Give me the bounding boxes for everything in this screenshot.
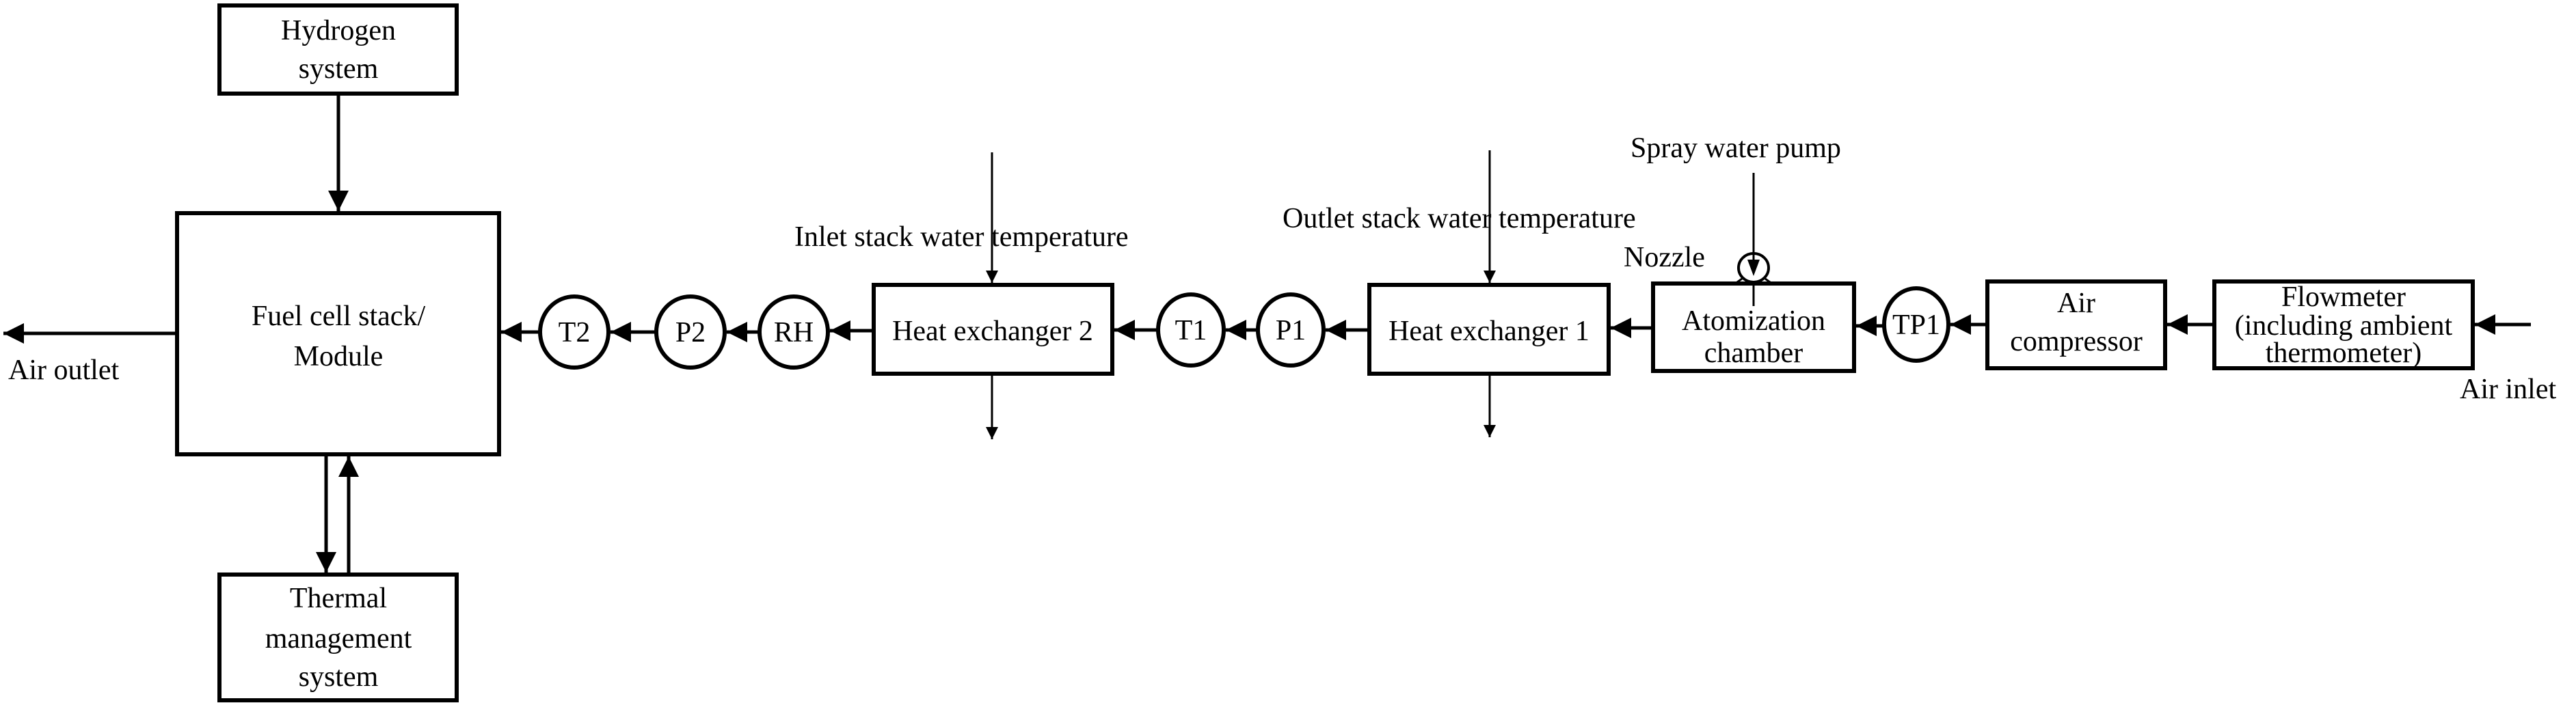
nozzle-label: Nozzle [1624, 242, 1705, 273]
sensor-t2: T2 [538, 294, 611, 370]
heat-exchanger-2-block: Heat exchanger 2 [872, 283, 1114, 376]
air-compressor-block: Air compressor [1985, 279, 2167, 370]
thermal-label-1: Thermal [290, 583, 387, 614]
heat-exchanger-1-block: Heat exchanger 1 [1367, 283, 1611, 376]
sensor-p1: P1 [1256, 292, 1326, 368]
thermal-label-3: system [299, 661, 379, 693]
sensor-t1-label: T1 [1175, 315, 1207, 346]
hydrogen-system-block: Hydrogen system [217, 3, 459, 96]
flowmeter-block: Flowmeter (including ambient thermometer… [2212, 279, 2475, 370]
spray-water-pump-label: Spray water pump [1631, 133, 1841, 164]
heat-exchanger-2-label: Heat exchanger 2 [892, 316, 1093, 347]
sensor-tp1-label: TP1 [1892, 309, 1940, 341]
sensor-p2-label: P2 [675, 317, 706, 348]
atomization-label-1: Atomization [1682, 305, 1825, 337]
outlet-stack-water-temperature-label: Outlet stack water temperature [1283, 203, 1636, 234]
hydrogen-label-1: Hydrogen [281, 15, 396, 46]
sensor-rh-label: RH [774, 317, 814, 348]
sensor-t1: T1 [1156, 292, 1226, 368]
fuel-cell-label-1: Fuel cell stack/ [252, 301, 426, 332]
sensor-p2: P2 [654, 294, 727, 370]
flowmeter-label-2: (including ambient [2235, 310, 2453, 342]
air-inlet-label: Air inlet [2460, 374, 2556, 405]
sensor-t2-label: T2 [559, 317, 591, 348]
fuel-cell-stack-block: Fuel cell stack/ Module [175, 211, 501, 456]
sensor-tp1: TP1 [1882, 286, 1950, 363]
hydrogen-label-2: system [299, 53, 379, 85]
air-outlet-label: Air outlet [8, 355, 119, 386]
flowmeter-label-3: thermometer) [2266, 337, 2422, 369]
sensor-rh: RH [757, 294, 830, 370]
inlet-stack-water-temperature-label: Inlet stack water temperature [794, 221, 1129, 253]
fuel-cell-label-2: Module [294, 341, 384, 372]
atomization-label-2: chamber [1704, 337, 1803, 369]
heat-exchanger-1-label: Heat exchanger 1 [1388, 316, 1589, 347]
flowmeter-label-1: Flowmeter [2281, 281, 2406, 313]
air-compressor-label-2: compressor [2010, 326, 2143, 357]
atomization-chamber-block: Atomization chamber [1651, 281, 1856, 373]
sensor-p1-label: P1 [1276, 315, 1306, 346]
air-compressor-label-1: Air [2057, 288, 2095, 319]
thermal-management-block: Thermal management system [217, 573, 459, 702]
thermal-label-2: management [265, 623, 412, 654]
